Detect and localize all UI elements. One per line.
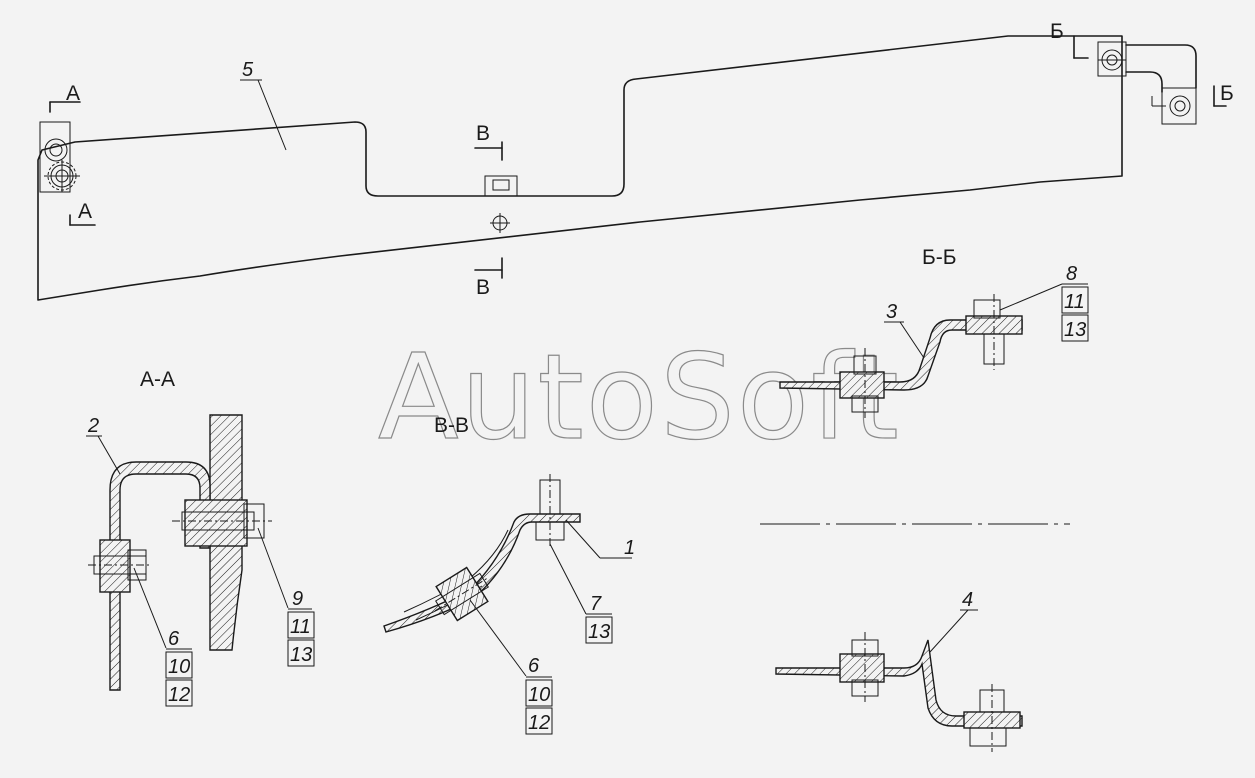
callout-7-vv: 7	[590, 593, 602, 615]
cut-label-v-top: В	[476, 122, 490, 145]
section-title-aa: А-А	[140, 368, 175, 391]
callout-stack-vv-right: 7 13	[585, 593, 613, 644]
section-aa-view	[88, 414, 272, 691]
callout-8-bb: 8	[1066, 263, 1077, 285]
cut-label-b-top: Б	[1050, 20, 1064, 43]
callout-2: 2	[87, 415, 99, 437]
cut-markers	[49, 35, 1227, 279]
callout-1: 1	[624, 537, 635, 559]
callout-13-vv: 13	[588, 621, 610, 643]
callout-6-vv: 6	[528, 655, 540, 677]
cut-label-a-top: А	[66, 82, 80, 105]
cut-label-b-right: Б	[1220, 82, 1234, 105]
section-title-bb: Б-Б	[922, 246, 957, 269]
callout-stack-aa-right: 9 11 13	[287, 588, 315, 667]
callout-stack-aa-left: 6 10 12	[165, 628, 193, 707]
callout-12-vv: 12	[528, 712, 550, 734]
main-bracket-part-5	[37, 35, 1197, 301]
section-bb-view	[779, 294, 1023, 418]
callout-6-aa: 6	[168, 628, 180, 650]
cut-label-v-bottom: В	[476, 276, 490, 299]
callout-10-vv: 10	[528, 684, 550, 706]
callout-4: 4	[962, 589, 973, 611]
callout-11-aa: 11	[290, 616, 311, 638]
callout-13-aa: 13	[290, 644, 312, 666]
section-title-vv: В-В	[434, 414, 469, 437]
part-4-view	[775, 632, 1023, 752]
callout-11-bb: 11	[1064, 291, 1085, 313]
callout-3: 3	[886, 301, 897, 323]
callout-9-aa: 9	[292, 588, 303, 610]
cut-label-a-bottom: А	[78, 200, 92, 223]
watermark-text: AutoSoft	[378, 328, 901, 466]
callout-stack-bb: 8 11 13	[1061, 263, 1089, 342]
callout-10-aa: 10	[168, 656, 190, 678]
callout-stack-vv-left: 6 10 12	[525, 655, 553, 735]
callout-13-bb: 13	[1064, 319, 1086, 341]
callout-12-aa: 12	[168, 684, 190, 706]
section-vv-view	[383, 474, 581, 633]
callout-5: 5	[242, 59, 254, 81]
